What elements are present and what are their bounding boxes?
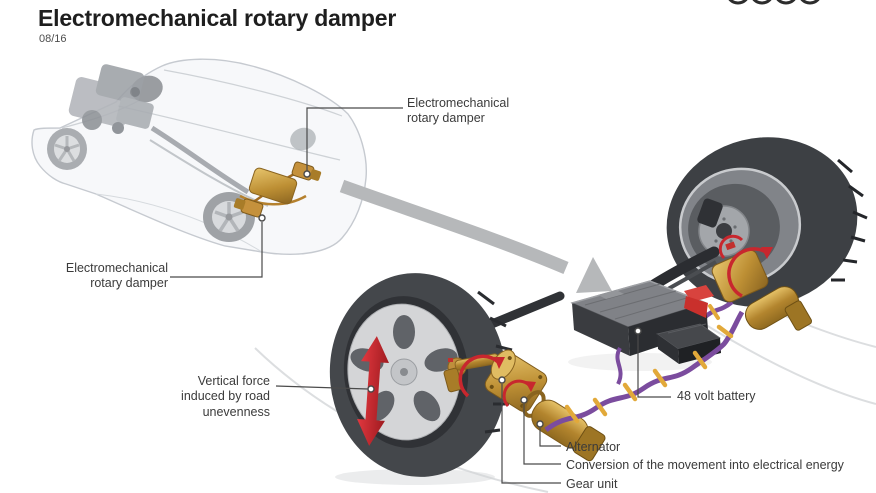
car-illustration [31,58,368,255]
car-engine [68,64,154,134]
leader-dots [258,170,642,428]
release-date: 08/16 [39,33,67,45]
label-rotary-damper-left: Electromechanical rotary damper [65,261,168,291]
audi-rings-icon [728,0,820,5]
label-gear-unit: Gear unit [566,477,618,491]
rotation-arrow-left [458,354,536,408]
label-conversion: Conversion of the movement into electric… [566,458,844,472]
car-driveshaft [150,125,250,195]
label-48v-battery: 48 volt battery [677,389,756,403]
right-rotary-damper [711,241,813,331]
cable-clips [564,324,734,424]
control-module [656,323,721,364]
car-rotary-damper-lower [233,198,264,218]
brake-caliper [697,198,723,228]
label-rotary-damper-top: Electromechanical rotary damper [407,96,510,126]
rotation-arrow-right [718,234,773,298]
leader-lines [170,107,671,484]
label-alternator: Alternator [566,440,621,454]
zoom-flow-arrow [339,179,612,293]
right-wheel-assembly [630,137,868,331]
gear-unit-assembly [443,349,606,462]
left-wheel [329,273,514,477]
page-title: Electromechanical rotary damper [38,5,397,31]
battery-terminal-red [684,285,714,318]
car-far-rear-wheel [290,127,316,151]
wiring-harness [544,310,745,432]
label-vertical-force: Vertical force induced by road unevennes… [181,374,270,419]
car-front-wheel [47,128,87,170]
